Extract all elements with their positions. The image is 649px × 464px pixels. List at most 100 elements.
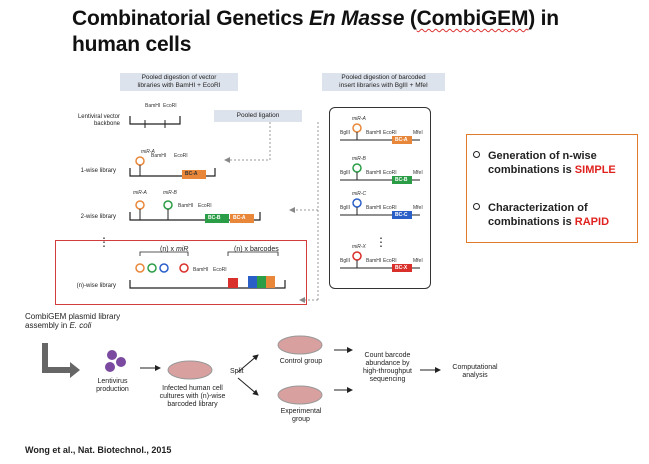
ecori-2wise: EcoRI bbox=[198, 203, 212, 209]
key-points-box: Generation of n-wise combinations is SIM… bbox=[466, 134, 638, 243]
experimental-line-2: group bbox=[292, 416, 310, 423]
experimental-line-1: Experimental bbox=[280, 408, 322, 415]
lentivirus-line-1: Lentivirus bbox=[97, 378, 128, 385]
count-barcode-label: Count barcode abundance by high-throughp… bbox=[355, 352, 420, 384]
insert-mir-x: miR-X bbox=[352, 244, 366, 250]
computational-label: Computational analysis bbox=[445, 364, 505, 380]
assembly-ecoli: E. coli bbox=[69, 321, 92, 330]
backbone-label: Lentiviral vector backbone bbox=[60, 114, 120, 128]
computational-line-2: analysis bbox=[462, 372, 488, 379]
bullet-dot-icon bbox=[473, 151, 480, 158]
insert-header-line-2: insert libraries with BglII + MfeI bbox=[339, 82, 428, 89]
bamhi-1wise: BamHI bbox=[151, 153, 167, 159]
infected-line-3: barcoded library bbox=[167, 401, 218, 408]
mir-a-label-2wise: miR-A bbox=[133, 190, 147, 196]
slide-title: Combinatorial Genetics En Masse (CombiGE… bbox=[72, 6, 632, 58]
count-line-3: high-throughput bbox=[362, 368, 413, 375]
insert-mfei-c: MfeI bbox=[413, 205, 423, 211]
ecori-1wise: EcoRI bbox=[174, 153, 188, 159]
insert-bc-c: BC-C bbox=[395, 212, 408, 218]
two-wise-vector bbox=[129, 200, 261, 223]
insert-bamhi-a: BamHI bbox=[366, 130, 382, 136]
mir-b-label-2wise: miR-B bbox=[163, 190, 177, 196]
insert-library-panel bbox=[329, 107, 431, 289]
vertical-ellipsis: ⋮ bbox=[98, 235, 110, 249]
infected-label: Infected human cell cultures with (n)-wi… bbox=[155, 385, 230, 409]
bamhi-backbone: BamHI bbox=[145, 103, 161, 109]
insert-bc-a: BC-A bbox=[395, 137, 408, 143]
n-mir-prefix: (n) x bbox=[160, 246, 176, 253]
assembly-label: CombiGEM plasmid library assembly in E. … bbox=[25, 312, 120, 330]
backbone-vector bbox=[129, 116, 181, 128]
assembly-line-2-text: assembly in bbox=[25, 321, 70, 330]
insert-mir-c: miR-C bbox=[352, 191, 367, 197]
ecori-backbone: EcoRI bbox=[163, 103, 177, 109]
insert-ellipsis: ⋮ bbox=[375, 235, 387, 249]
insert-bamhi-c: BamHI bbox=[366, 205, 382, 211]
insert-ecori-x: EcoRI bbox=[383, 258, 397, 264]
insert-panel-header: Pooled digestion of barcoded insert libr… bbox=[322, 73, 445, 91]
bc-a-1wise: BC-A bbox=[185, 171, 198, 177]
bullet-rapid-lead: Characterization of combinations is bbox=[488, 202, 588, 228]
count-line-4: sequencing bbox=[369, 376, 406, 383]
bc-b-2wise: BC-B bbox=[208, 215, 221, 221]
insert-mir-a: miR-A bbox=[352, 116, 366, 122]
bullet-simple-text: Generation of n-wise combinations is SIM… bbox=[488, 149, 633, 177]
vector-header-line-2: libraries with BamHI + EcoRI bbox=[137, 82, 221, 89]
title-paren: ( bbox=[404, 7, 417, 30]
n-wise-highlight-box bbox=[55, 240, 307, 305]
title-italic: En Masse bbox=[308, 7, 405, 30]
backbone-label-line-2: backbone bbox=[93, 121, 120, 127]
bullet-rapid: Characterization of combinations is RAPI… bbox=[473, 201, 633, 229]
pooled-ligation-label: Pooled ligation bbox=[214, 110, 302, 122]
infected-line-2: cultures with (n)-wise bbox=[159, 393, 226, 400]
insert-bglii-b: BglII bbox=[340, 170, 351, 176]
insert-mfei-a: MfeI bbox=[413, 130, 423, 136]
bc-a-2wise: BC-A bbox=[233, 215, 246, 221]
insert-bglii-a: BglII bbox=[340, 130, 351, 136]
insert-bamhi-x: BamHI bbox=[366, 258, 382, 264]
mir-a-label-1wise: miR-A bbox=[141, 149, 155, 155]
one-wise-vector bbox=[129, 156, 216, 179]
bullet-simple: Generation of n-wise combinations is SIM… bbox=[473, 149, 633, 177]
vector-header-line-1: Pooled digestion of vector bbox=[141, 74, 217, 81]
bullet-dot-icon bbox=[473, 203, 480, 210]
insert-bglii-x: BglII bbox=[340, 258, 351, 264]
infected-line-1: Infected human cell bbox=[162, 385, 223, 392]
citation: Wong et al., Nat. Biotechnol., 2015 bbox=[25, 445, 172, 455]
workflow-shapes bbox=[42, 335, 441, 405]
title-line-2: human cells bbox=[72, 33, 192, 56]
assembly-line-2: assembly in E. coli bbox=[25, 321, 120, 330]
split-label: Split bbox=[230, 368, 244, 375]
ecori-nwise: EcoRI bbox=[213, 267, 227, 273]
control-group-label: Control group bbox=[279, 358, 323, 365]
lentivirus-line-2: production bbox=[96, 386, 129, 393]
one-wise-label: 1-wise library bbox=[80, 168, 116, 174]
bamhi-2wise: BamHI bbox=[178, 203, 194, 209]
lentivirus-label: Lentivirus production bbox=[90, 378, 135, 394]
bamhi-nwise: BamHI bbox=[193, 267, 209, 273]
insert-bc-x: BC-X bbox=[395, 265, 408, 271]
title-text-2: ) in bbox=[528, 7, 559, 30]
vector-panel-header: Pooled digestion of vector libraries wit… bbox=[120, 73, 238, 91]
assembly-line-1: CombiGEM plasmid library bbox=[25, 312, 121, 321]
n-wise-vector bbox=[129, 251, 286, 289]
insert-ecori-c: EcoRI bbox=[383, 205, 397, 211]
ligation-arrows bbox=[224, 122, 319, 303]
experimental-group-label: Experimental group bbox=[276, 408, 326, 424]
title-text-1: Combinatorial Genetics bbox=[72, 7, 309, 30]
n-wise-label: (n)-wise library bbox=[76, 283, 116, 289]
two-wise-label: 2-wise library bbox=[80, 214, 116, 220]
count-line-1: Count barcode bbox=[364, 352, 411, 359]
n-barcodes-label: (n) x barcodes bbox=[234, 246, 279, 253]
insert-bc-b: BC-B bbox=[395, 177, 408, 183]
insert-mir-b: miR-B bbox=[352, 156, 366, 162]
title-combigem: CombiGEM bbox=[416, 7, 529, 30]
insert-ecori-b: EcoRI bbox=[383, 170, 397, 176]
bullet-rapid-highlight: RAPID bbox=[574, 216, 610, 228]
backbone-label-line-1: Lentiviral vector bbox=[77, 114, 120, 120]
bullet-simple-highlight: SIMPLE bbox=[574, 164, 616, 176]
bullet-simple-lead: Generation of n-wise combinations is bbox=[488, 150, 597, 176]
insert-bglii-c: BglII bbox=[340, 205, 351, 211]
